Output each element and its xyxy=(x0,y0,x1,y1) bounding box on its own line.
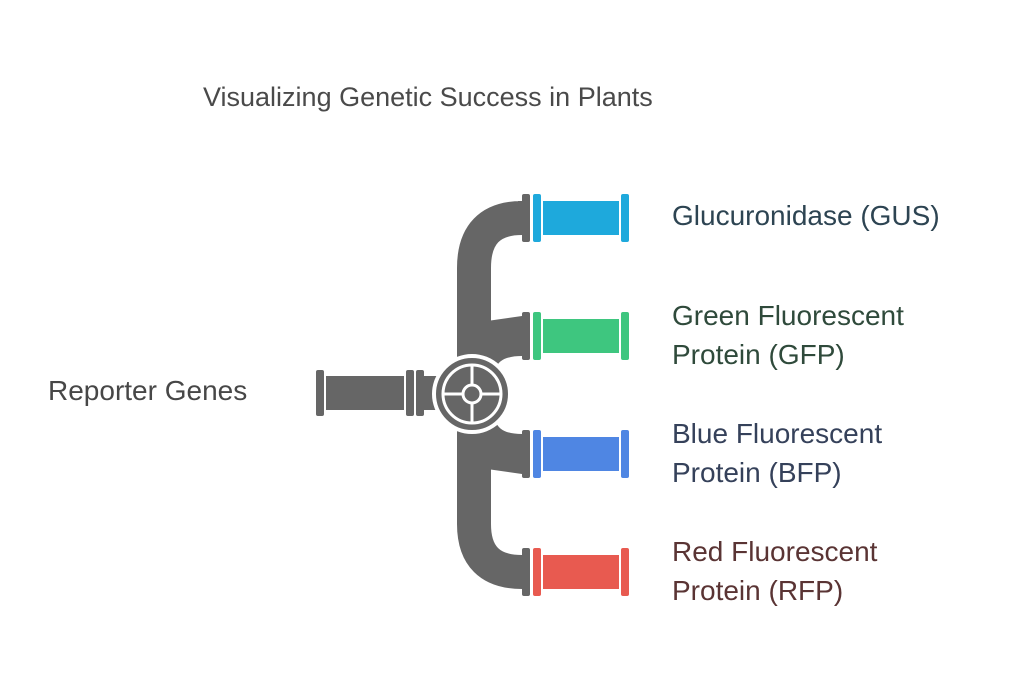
output-rfp-pipe xyxy=(543,555,619,589)
source-label: Reporter Genes xyxy=(48,375,248,406)
input-pipe-body xyxy=(326,376,404,410)
output-gus-pipe xyxy=(543,201,619,235)
output-rfp-flange-left xyxy=(533,548,541,596)
output-gus-flange-left xyxy=(533,194,541,242)
diagram-title: Visualizing Genetic Success in Plants xyxy=(203,82,653,112)
output-rfp-flange-right xyxy=(621,548,629,596)
output-bfp xyxy=(522,430,629,478)
branch-label-bfp-line: Protein (BFP) xyxy=(672,457,842,488)
branch-label-rfp-line: Red Fluorescent xyxy=(672,536,878,567)
branch-pipe-gus xyxy=(457,201,523,395)
output-bfp-flange-left xyxy=(533,430,541,478)
output-bfp-flange-right xyxy=(621,430,629,478)
output-segments xyxy=(522,194,629,596)
input-pipe xyxy=(316,370,442,416)
output-gus-flange-right xyxy=(621,194,629,242)
output-rfp xyxy=(522,548,629,596)
output-gfp xyxy=(522,312,629,360)
input-pipe-flange-1 xyxy=(406,370,414,416)
pipe-stubs xyxy=(480,316,522,474)
branch-label-gus: Glucuronidase (GUS) xyxy=(672,196,940,235)
valve-junction xyxy=(432,354,512,434)
output-gus xyxy=(522,194,629,242)
valve-hub xyxy=(461,383,483,405)
input-pipe-flange-2 xyxy=(416,370,424,416)
branch-pipe-bfp xyxy=(480,422,522,474)
output-bfp-gray-flange xyxy=(522,430,530,478)
input-pipe-end-cap xyxy=(316,370,324,416)
output-gus-gray-flange xyxy=(522,194,530,242)
output-gfp-flange-right xyxy=(621,312,629,360)
pipe-network xyxy=(457,201,523,589)
branch-label-gus-line: Glucuronidase (GUS) xyxy=(672,200,940,231)
branch-pipe-rfp xyxy=(457,395,523,589)
output-gfp-flange-left xyxy=(533,312,541,360)
output-gfp-pipe xyxy=(543,319,619,353)
branch-label-rfp-line: Protein (RFP) xyxy=(672,575,844,606)
branch-label-gfp-line: Green Fluorescent xyxy=(672,300,904,331)
output-rfp-gray-flange xyxy=(522,548,530,596)
output-bfp-pipe xyxy=(543,437,619,471)
branch-label-bfp-line: Blue Fluorescent xyxy=(672,418,883,449)
branch-label-gfp-line: Protein (GFP) xyxy=(672,339,845,370)
output-gfp-gray-flange xyxy=(522,312,530,360)
branch-pipe-gfp xyxy=(480,316,522,368)
